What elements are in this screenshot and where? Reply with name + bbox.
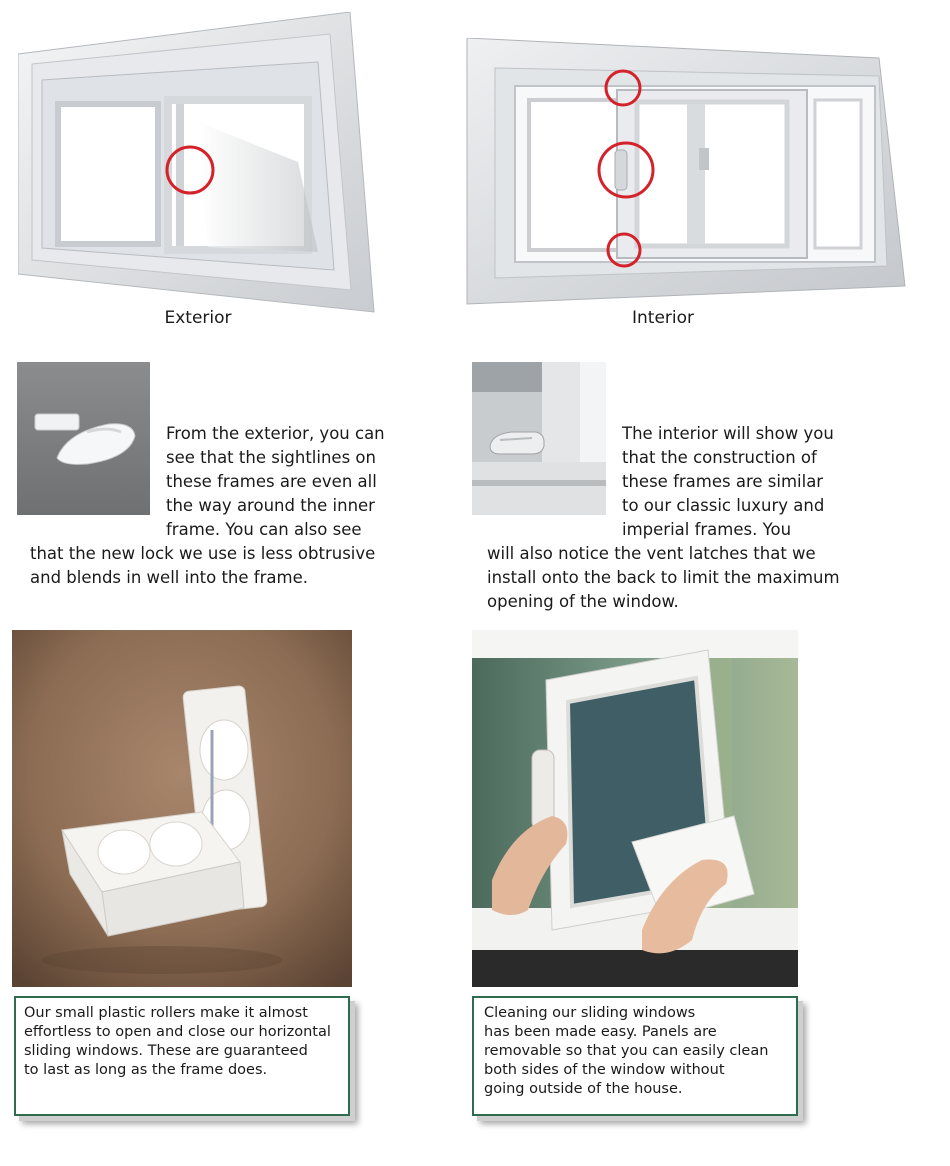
lock-photo [17,362,150,515]
exterior-text-line: frame. You can also see [166,520,362,539]
lock-highlight-circle [165,145,215,195]
interior-text-line: that the construction of [622,448,817,467]
bottom-latch-highlight-circle [606,232,642,268]
exterior-text-line: see that the sightlines on [166,448,376,467]
cleaning-caption-text: Cleaning our sliding windows has been ma… [484,1004,794,1104]
interior-text-line: these frames are similar [622,472,824,491]
top-latch-highlight-circle [604,69,642,107]
cleaning-text-line: removable so that you can easily clean [484,1043,769,1059]
exterior-text-line: the way around the inner [166,496,375,515]
plastic-rollers-photo [12,630,352,987]
interior-description: The interior will show you that the cons… [0,0,950,611]
interior-text-line: install onto the back to limit the maxim… [487,568,840,587]
vent-latch-photo [472,362,606,515]
rollers-text-line: effortless to open and close our horizon… [24,1024,331,1040]
rollers-text-line: to last as long as the frame does. [24,1062,268,1078]
exterior-text-line: and blends in well into the frame. [30,568,308,587]
cleaning-caption-box: Cleaning our sliding windows has been ma… [472,996,798,1116]
exterior-text-line: From the exterior, you can [166,424,385,443]
cleaning-text-line: both sides of the window without [484,1062,725,1078]
interior-text-line: imperial frames. You [622,520,792,539]
exterior-text-line: these frames are even all [166,472,377,491]
interior-text-line: will also notice the vent latches that w… [487,544,816,563]
exterior-caption: Exterior [164,308,232,328]
cleaning-text-line: has been made easy. Panels are [484,1024,717,1040]
interior-caption: Interior [631,308,694,328]
interior-window-photo [437,38,907,306]
interior-text-line: to our classic luxury and [622,496,825,515]
exterior-description: From the exterior, you can see that the … [0,0,950,587]
cleaning-text-line: going outside of the house. [484,1081,683,1097]
exterior-window-photo [18,12,413,327]
rollers-text-line: sliding windows. These are guaranteed [24,1043,308,1059]
rollers-caption-text: Our small plastic rollers make it almost… [24,1004,344,1104]
cleaning-window-photo [472,630,798,987]
cleaning-text-line: Cleaning our sliding windows [484,1005,696,1021]
rollers-caption-box: Our small plastic rollers make it almost… [14,996,350,1116]
exterior-text-line: that the new lock we use is less obtrusi… [30,544,376,563]
interior-text-line: opening of the window. [487,592,679,611]
interior-text-line: The interior will show you [622,424,834,443]
lock-highlight-circle [597,141,655,199]
rollers-text-line: Our small plastic rollers make it almost [24,1005,308,1021]
